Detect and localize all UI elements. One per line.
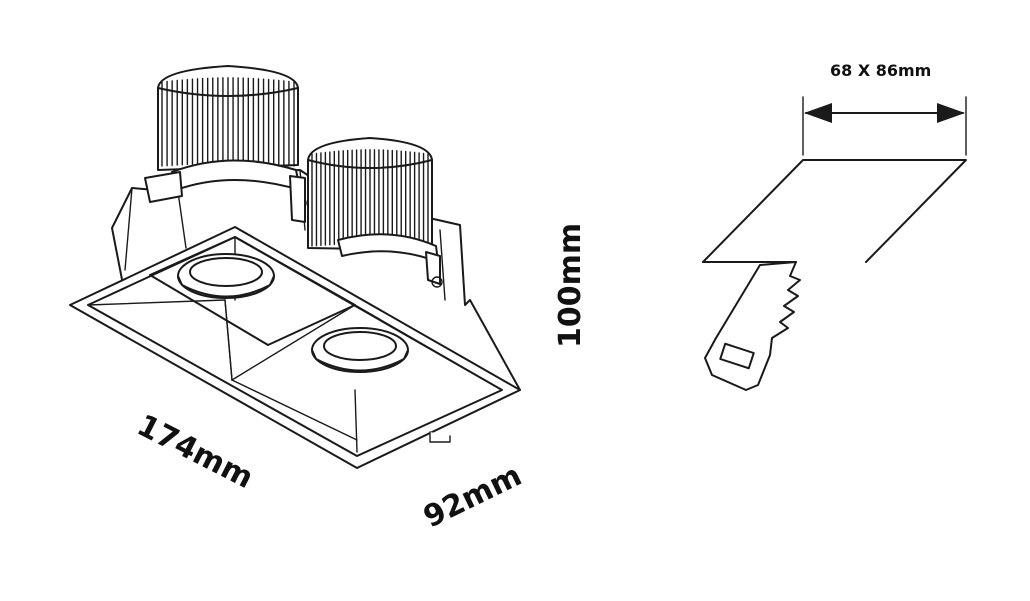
lens-2 xyxy=(311,327,409,373)
cutout-diagram: 68 X 86mm xyxy=(702,61,967,391)
label-width: 92mm xyxy=(418,458,527,535)
label-height: 100mm xyxy=(553,223,588,348)
heatsink-rear xyxy=(157,65,299,171)
downlight-fixture xyxy=(69,65,521,469)
ceiling-panel xyxy=(702,159,967,263)
trim-frame xyxy=(69,226,521,469)
mounting-bracket-2 xyxy=(337,233,443,288)
label-cutout: 68 X 86mm xyxy=(830,61,931,80)
heatsink-front xyxy=(307,137,433,251)
clip-tab xyxy=(429,431,451,443)
lens-1 xyxy=(177,253,275,299)
mounting-bracket-1 xyxy=(144,159,307,223)
label-length: 174mm xyxy=(131,408,258,496)
saw-icon xyxy=(704,261,801,391)
